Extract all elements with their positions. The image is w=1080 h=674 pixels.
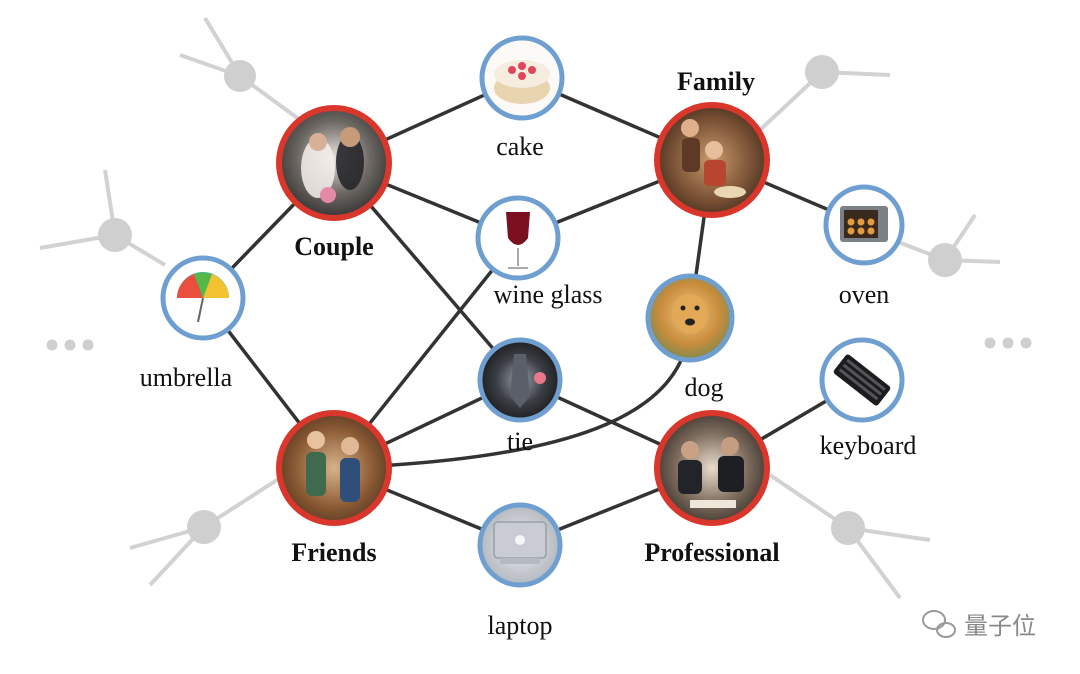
label-couple: Couple [294,232,373,261]
label-umbrella: umbrella [140,363,233,392]
label-oven: oven [839,280,890,309]
node-laptop [477,502,563,588]
label-keyboard: keyboard [820,431,917,460]
label-wine-glass: wine glass [493,280,602,309]
node-cake [479,35,565,121]
node-tie [477,337,563,423]
wechat-icon [922,610,956,638]
watermark: 量子位 [922,610,1036,640]
node-friends [276,410,392,526]
node-oven [823,184,905,266]
labels: Family cake Couple wine glass oven umbre… [140,67,917,640]
label-dog: dog [685,373,724,402]
ellipsis-left [46,339,94,351]
node-umbrella [160,255,246,341]
label-cake: cake [496,132,544,161]
node-family [654,102,770,218]
label-laptop: laptop [488,611,553,640]
node-couple [276,105,392,221]
faded-nodes [98,55,962,545]
watermark-text: 量子位 [964,612,1036,640]
node-dog [645,273,735,363]
ellipsis-right [984,337,1032,349]
node-wine-glass [475,195,561,281]
node-keyboard [819,337,905,423]
node-professional [654,410,770,526]
label-friends: Friends [291,538,376,567]
label-professional: Professional [644,538,779,567]
label-tie: tie [507,427,533,456]
label-family: Family [677,67,755,96]
